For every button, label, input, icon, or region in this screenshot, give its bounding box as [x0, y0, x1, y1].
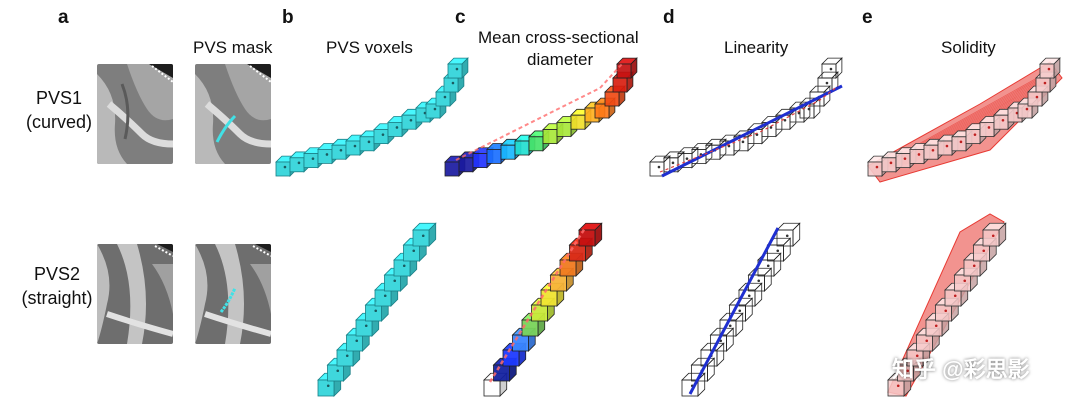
- mri-pvs2-raw: [97, 244, 173, 344]
- header-diameter-line1: Mean cross-sectional: [478, 28, 639, 47]
- panel-label-a: a: [58, 7, 69, 28]
- voxels-pvs2-solidity: [887, 222, 1007, 397]
- voxels-pvs1-linearity: [649, 57, 843, 177]
- header-pvs-voxels: PVS voxels: [326, 38, 413, 57]
- row-label-pvs2: PVS2 (straight): [2, 262, 112, 310]
- row-label-pvs1-name: PVS1: [35, 88, 83, 108]
- mri-pvs2-mask: [195, 244, 271, 344]
- row-label-pvs1: PVS1 (curved): [4, 86, 114, 134]
- voxels-pvs2-linearity: [681, 222, 801, 397]
- voxels-pvs2-cyan: [317, 222, 437, 397]
- linearity-fit-line-pvs2: [688, 227, 780, 395]
- row-label-pvs2-name: PVS2: [33, 264, 81, 284]
- centerline-pvs1-linearity: [659, 85, 839, 173]
- header-solidity: Solidity: [941, 38, 996, 57]
- panel-label-c: c: [455, 7, 466, 28]
- panel-label-b: b: [282, 7, 294, 28]
- watermark: 知乎 @彩思影: [892, 357, 1030, 382]
- voxels-pvs2-diameter: [483, 222, 603, 397]
- centerline-pvs1-diameter: [455, 63, 623, 161]
- linearity-fit-line-pvs1: [661, 84, 843, 178]
- mri-pvs1-raw: [97, 64, 173, 164]
- header-pvs-mask: PVS mask: [193, 38, 273, 57]
- row-label-pvs2-desc: (straight): [21, 288, 93, 308]
- voxels-pvs1-cyan: [275, 57, 469, 177]
- header-diameter-line2: diameter: [527, 50, 594, 69]
- panel-label-d: d: [663, 7, 675, 28]
- mri-pvs1-mask: [195, 64, 271, 164]
- voxels-pvs1-diameter: [444, 57, 638, 177]
- row-label-pvs1-desc: (curved): [25, 112, 92, 132]
- voxels-pvs1-solidity: [867, 57, 1061, 177]
- header-linearity: Linearity: [724, 38, 789, 57]
- panel-label-e: e: [862, 7, 873, 28]
